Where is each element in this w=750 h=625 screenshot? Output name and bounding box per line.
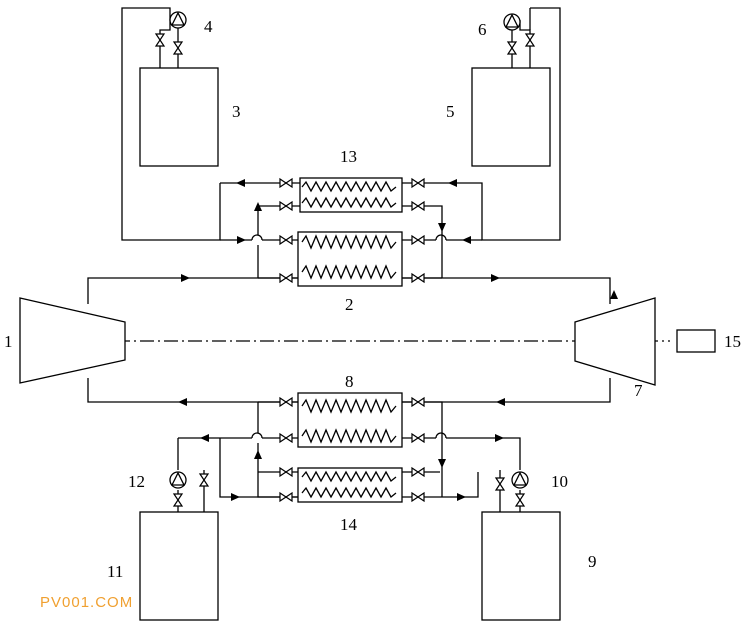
tank-9 xyxy=(481,511,561,621)
label-1: 1 xyxy=(4,332,13,351)
label-15: 15 xyxy=(724,332,741,351)
label-10: 10 xyxy=(551,472,568,491)
pump-10 xyxy=(511,471,529,489)
pipe xyxy=(251,234,263,241)
pump-12 xyxy=(169,471,187,489)
label-11: 11 xyxy=(107,562,123,581)
pipe xyxy=(402,401,443,497)
watermark: PV001.COM xyxy=(40,594,133,611)
tank-3 xyxy=(139,67,219,167)
turbine-7 xyxy=(574,297,656,386)
tank-5 xyxy=(471,67,551,167)
coil xyxy=(301,196,397,209)
label-7: 7 xyxy=(634,381,643,400)
label-9: 9 xyxy=(588,552,597,571)
label-3: 3 xyxy=(232,102,241,121)
pipe xyxy=(402,7,561,241)
pipe xyxy=(402,472,479,498)
pipe xyxy=(435,432,447,439)
coil xyxy=(301,264,397,280)
pipe xyxy=(446,437,521,470)
generator-15 xyxy=(676,329,716,353)
pipe xyxy=(121,7,221,241)
tank-11 xyxy=(139,511,219,621)
compressor-1 xyxy=(19,297,126,384)
label-4: 4 xyxy=(204,17,213,36)
label-14: 14 xyxy=(340,515,358,534)
coil xyxy=(301,180,397,193)
coil xyxy=(301,234,397,250)
coil xyxy=(301,470,397,483)
pipe xyxy=(219,438,298,498)
flow-arrows xyxy=(178,179,618,501)
label-12: 12 xyxy=(128,472,145,491)
labels: 1 2 3 4 5 6 7 8 9 10 11 12 13 14 15 xyxy=(4,17,741,581)
label-5: 5 xyxy=(446,102,455,121)
label-6: 6 xyxy=(478,20,487,39)
pipe xyxy=(251,432,263,439)
coil xyxy=(301,486,397,499)
coil xyxy=(301,398,397,414)
pump-4 xyxy=(169,11,187,29)
coil xyxy=(301,428,397,444)
pump-6 xyxy=(503,13,521,31)
label-8: 8 xyxy=(345,372,354,391)
pipe xyxy=(435,234,447,241)
label-13: 13 xyxy=(340,147,357,166)
pipe xyxy=(159,20,171,68)
label-2: 2 xyxy=(345,295,354,314)
